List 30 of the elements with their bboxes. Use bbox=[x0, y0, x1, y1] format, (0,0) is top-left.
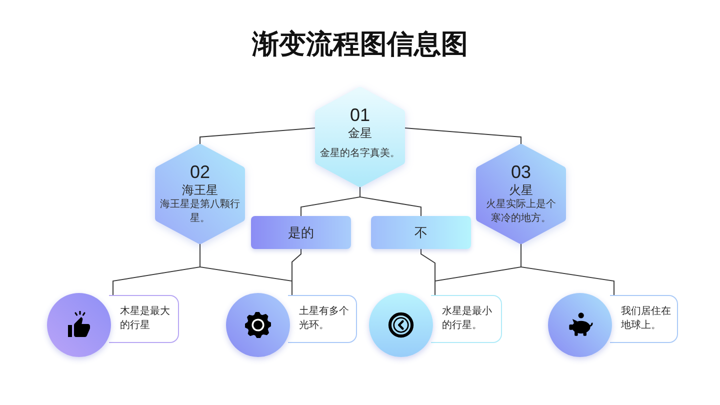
hexagon-node bbox=[155, 144, 245, 244]
text-card bbox=[109, 295, 179, 343]
node-title: 火星 bbox=[509, 182, 533, 198]
connector-line bbox=[404, 128, 522, 144]
card-text: 土星有多个光环。 bbox=[299, 305, 350, 333]
hexagon-node bbox=[315, 87, 405, 187]
node-title: 金星 bbox=[348, 125, 372, 141]
card-text: 木星是最大的行星 bbox=[120, 305, 171, 333]
node-title: 海王星 bbox=[182, 182, 218, 198]
connector-line bbox=[292, 248, 302, 296]
answer-text: 是的 bbox=[288, 224, 314, 240]
connector-line bbox=[520, 244, 614, 296]
node-description: 火星实际上是个寒冷的地方。 bbox=[485, 198, 557, 226]
node-description: 海王星是第八颗行星。 bbox=[159, 198, 241, 226]
text-card bbox=[288, 295, 357, 343]
hexagon-node bbox=[476, 144, 566, 244]
answer-text: 不 bbox=[414, 224, 428, 240]
text-card bbox=[610, 295, 678, 343]
step-number: 01 bbox=[350, 105, 370, 125]
card-text: 水星是最小的行星。 bbox=[442, 305, 493, 333]
card-text: 我们居住在地球上。 bbox=[621, 305, 672, 333]
text-card bbox=[431, 295, 502, 343]
answer-tag bbox=[251, 216, 351, 249]
step-number: 02 bbox=[190, 162, 210, 182]
connector-line bbox=[200, 128, 316, 144]
title: 渐变流程图信息图 bbox=[252, 28, 468, 61]
node-description: 金星的名字真美。 bbox=[319, 147, 401, 161]
step-number: 03 bbox=[510, 162, 532, 182]
answer-tag bbox=[371, 216, 471, 249]
connector-line bbox=[360, 186, 422, 216]
